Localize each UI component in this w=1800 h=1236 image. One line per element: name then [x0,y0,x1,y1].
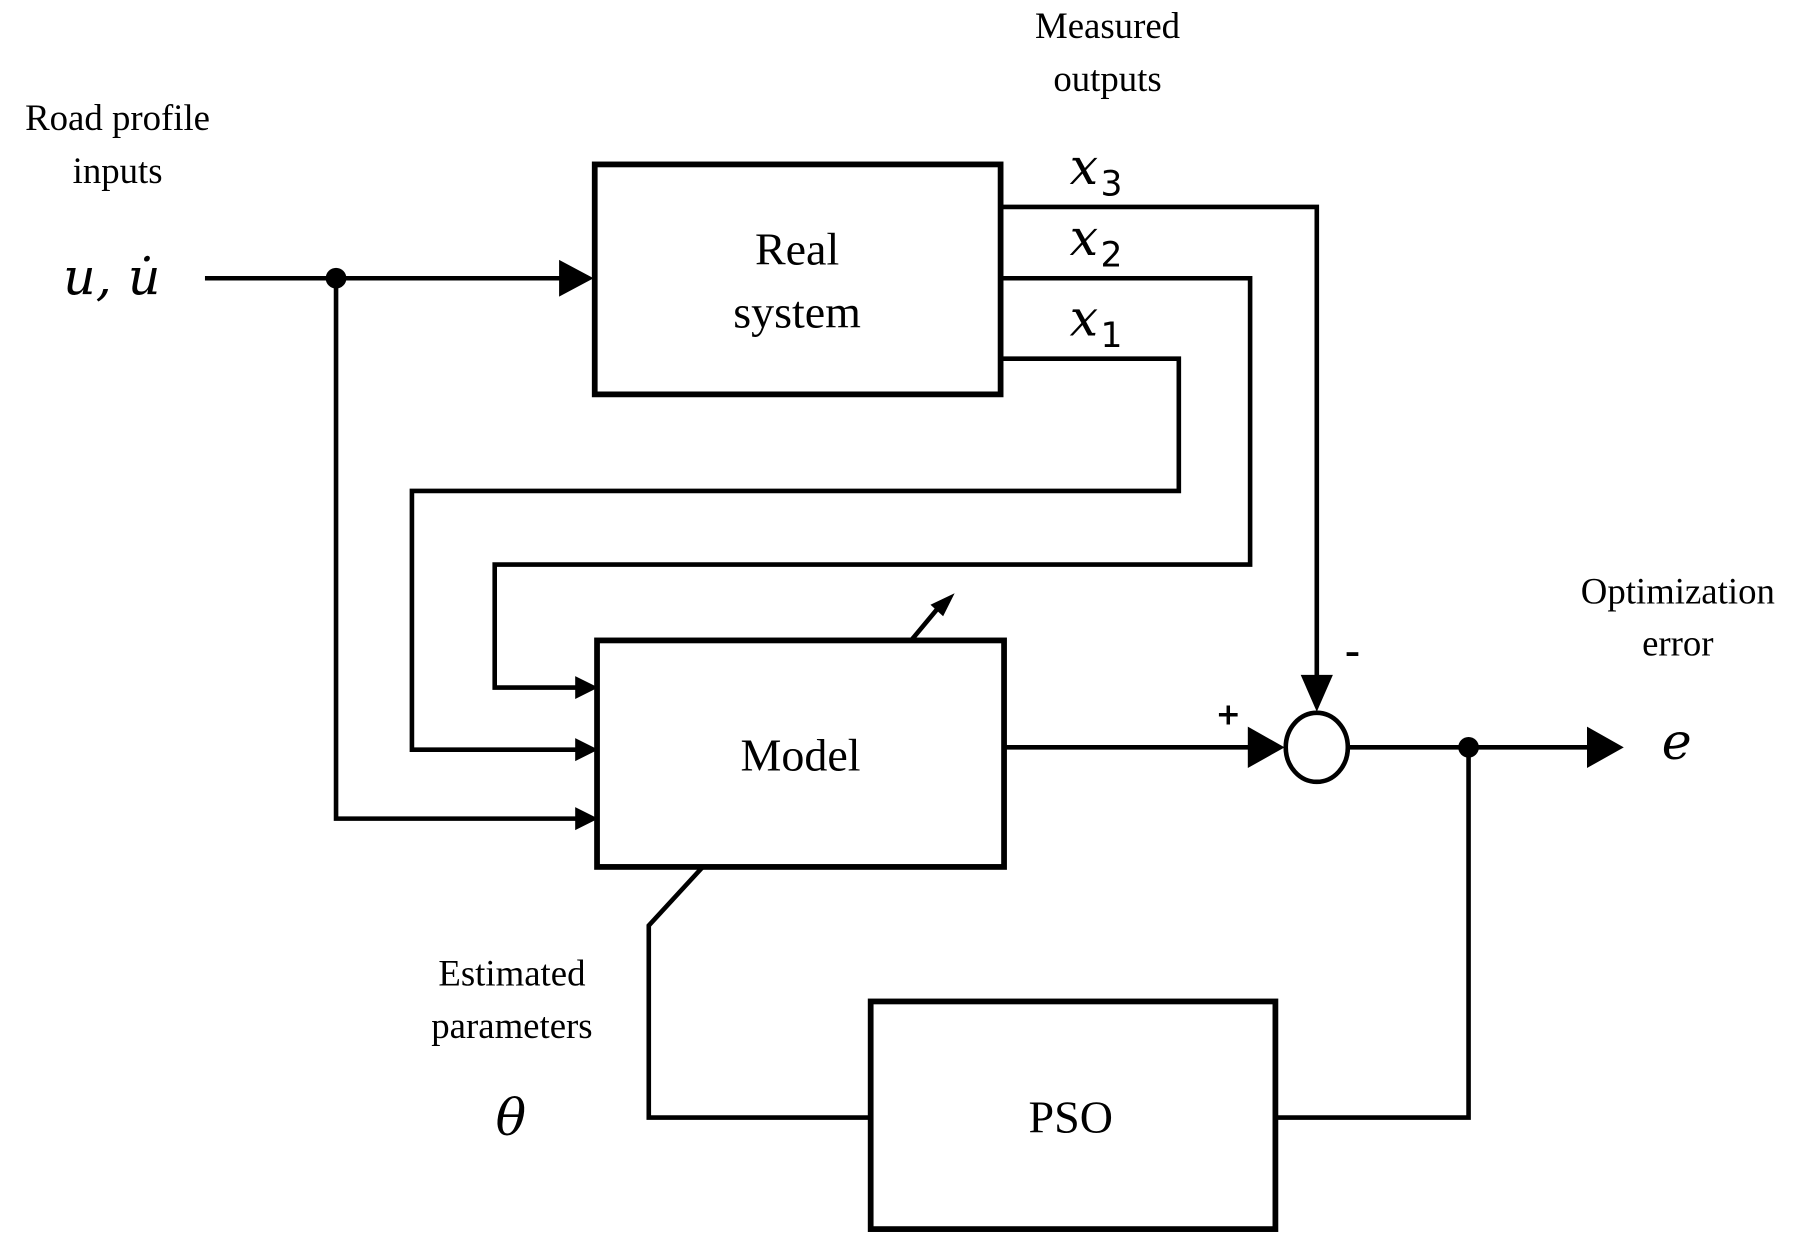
pso-block [867,998,1279,1232]
x2-wire [492,275,1253,690]
error-symbol: e [1662,712,1692,771]
optimization-error-label-line2: error [1642,622,1713,663]
measured-outputs-label-line1: Measured [1035,5,1180,46]
model-adjust-arrowhead [930,593,955,617]
output-x2-label: x2 [1070,208,1123,275]
estimated-parameters-label-line2: parameters [431,1005,592,1046]
x1-wire [409,356,1182,752]
road-profile-label-line1: Road profile [25,97,210,138]
output-x1-label: x1 [1070,289,1123,356]
plus-sign: + [1216,697,1241,732]
sum-minus-arrow [1300,674,1333,712]
minus-sign: – [1345,635,1360,670]
road-profile-label-line2: inputs [73,150,163,191]
real-system-label-line1: Real [755,223,839,274]
optimization-error-label-line1: Optimization [1581,571,1775,612]
theta-symbol: θ [496,1088,526,1147]
real-system-block [591,161,1004,398]
input-symbol: u, u̇ [63,247,160,306]
error-output-arrow [1586,726,1624,769]
summing-junction [1283,710,1351,785]
estimated-parameters-label-line1: Estimated [438,952,585,993]
real-system-label-line2: system [733,287,861,338]
measured-outputs-label-line2: outputs [1053,58,1161,99]
model-input-u-arrow [575,807,599,831]
model-adjust-arrow-line [908,601,945,643]
x3-wire [1000,204,1320,693]
sum-plus-arrow [1247,726,1285,769]
model-label: Model [741,729,861,780]
output-x3-label: x3 [1070,137,1123,204]
pso-label: PSO [1029,1092,1113,1143]
input-to-model-wire [333,275,584,821]
model-input-x2-arrow [575,676,599,700]
pso-to-model-wire [646,864,872,1120]
model-block [594,637,1007,870]
real-system-input-arrow [559,259,594,297]
error-to-pso-wire [1274,745,1471,1120]
model-input-x1-arrow [575,738,599,762]
